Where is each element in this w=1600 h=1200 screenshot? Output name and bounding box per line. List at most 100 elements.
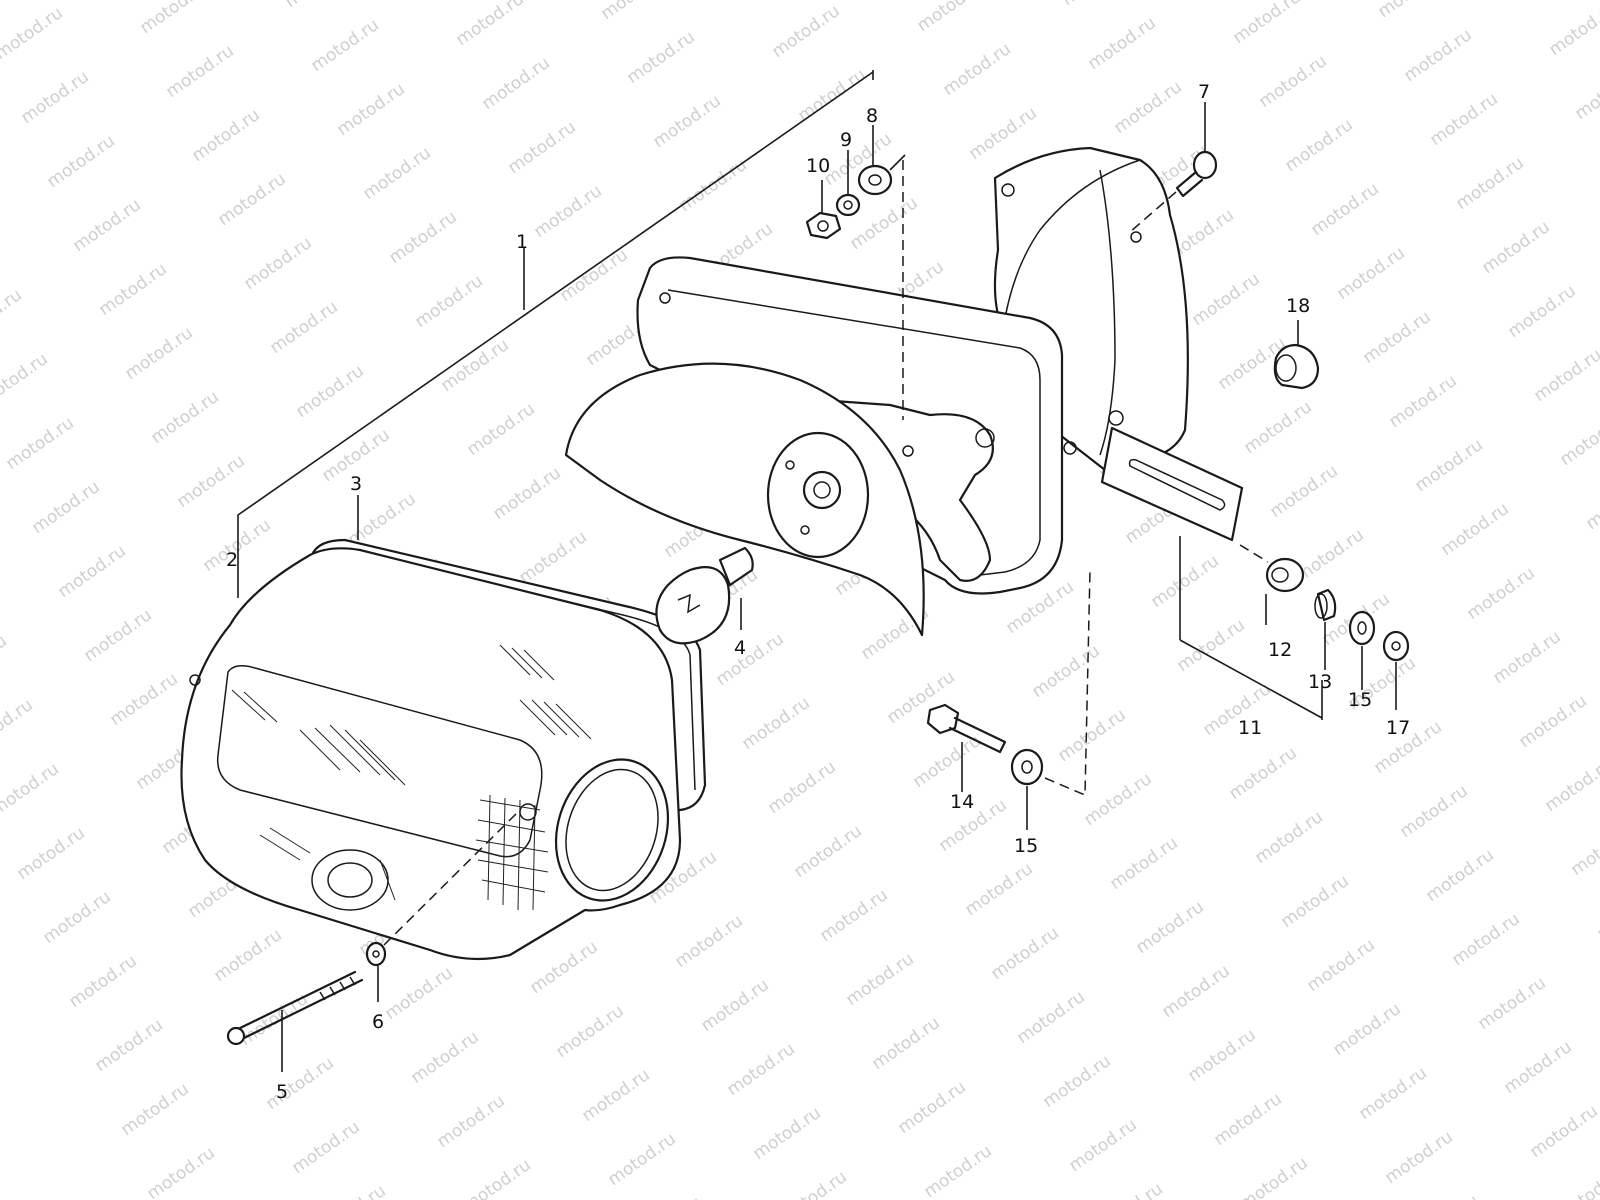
watermark-text: motod.ru bbox=[1407, 1191, 1482, 1200]
bulb bbox=[655, 546, 754, 645]
callout-1: 1 bbox=[516, 231, 528, 253]
watermark-text: motod.ru bbox=[712, 629, 787, 690]
watermark-text: motod.ru bbox=[1225, 743, 1300, 804]
watermark-text: motod.ru bbox=[173, 451, 248, 512]
watermark-text: motod.ru bbox=[478, 53, 553, 114]
watermark-text: motod.ru bbox=[1333, 243, 1408, 304]
watermark-text: motod.ru bbox=[1188, 269, 1263, 330]
watermark-text: motod.ru bbox=[407, 1027, 482, 1088]
watermark-text: motod.ru bbox=[17, 67, 92, 128]
watermark-text: motod.ru bbox=[0, 285, 26, 346]
watermark-text: motod.ru bbox=[504, 117, 579, 178]
watermark-text: motod.ru bbox=[1147, 551, 1222, 612]
watermark-text: motod.ru bbox=[281, 0, 356, 12]
watermark-text: motod.ru bbox=[28, 477, 103, 538]
watermark-text: motod.ru bbox=[1422, 845, 1497, 906]
callout-11: 11 bbox=[1238, 717, 1262, 739]
callout-14: 14 bbox=[950, 791, 974, 813]
watermark-text: motod.ru bbox=[749, 1103, 824, 1164]
watermark-text: motod.ru bbox=[1058, 0, 1133, 10]
watermark-text: motod.ru bbox=[738, 693, 813, 754]
watermark-text: motod.ru bbox=[1065, 1115, 1140, 1176]
bolt-14 bbox=[926, 703, 1007, 754]
watermark-text: motod.ru bbox=[344, 489, 419, 550]
callout-15-right: 15 bbox=[1348, 689, 1372, 711]
watermark-text: motod.ru bbox=[1385, 371, 1460, 432]
watermark-text: motod.ru bbox=[147, 387, 222, 448]
watermark-text: motod.ru bbox=[1541, 755, 1600, 816]
watermark-text: motod.ru bbox=[452, 0, 527, 50]
watermark-text: motod.ru bbox=[266, 297, 341, 358]
watermark-text: motod.ru bbox=[1374, 0, 1449, 22]
watermark-text: motod.ru bbox=[91, 1015, 166, 1076]
callout-10: 10 bbox=[806, 155, 830, 177]
watermark-text: motod.ru bbox=[106, 669, 181, 730]
watermark-text: motod.ru bbox=[1303, 935, 1378, 996]
watermark-text: motod.ru bbox=[775, 1167, 850, 1200]
watermark-text: motod.ru bbox=[13, 823, 88, 884]
callout-5: 5 bbox=[276, 1081, 288, 1103]
watermark-text: motod.ru bbox=[794, 65, 869, 126]
watermark-text: motod.ru bbox=[292, 361, 367, 422]
watermark-text: motod.ru bbox=[1236, 1153, 1311, 1200]
watermark-text: motod.ru bbox=[530, 181, 605, 242]
watermark-text: motod.ru bbox=[1173, 615, 1248, 676]
callout-4: 4 bbox=[734, 637, 746, 659]
watermark-text: motod.ru bbox=[411, 271, 486, 332]
callout-17: 17 bbox=[1386, 717, 1410, 739]
watermark-text: motod.ru bbox=[1478, 217, 1553, 278]
reflector bbox=[564, 362, 925, 637]
watermark-text: motod.ru bbox=[597, 0, 672, 24]
watermark-text: motod.ru bbox=[768, 1, 843, 62]
watermark-text: motod.ru bbox=[790, 821, 865, 882]
watermark-text: motod.ru bbox=[459, 1155, 534, 1200]
watermark-text: motod.ru bbox=[649, 91, 724, 152]
watermark-text: motod.ru bbox=[1400, 25, 1475, 86]
watermark-text: motod.ru bbox=[578, 1065, 653, 1126]
watermark-text: motod.ru bbox=[136, 0, 211, 38]
watermark-text: motod.ru bbox=[381, 963, 456, 1024]
watermark-text: motod.ru bbox=[1329, 999, 1404, 1060]
watermark-text: motod.ru bbox=[1013, 987, 1088, 1048]
watermark-text: motod.ru bbox=[117, 1079, 192, 1140]
watermark-text: motod.ru bbox=[1426, 89, 1501, 150]
watermark-text: motod.ru bbox=[43, 131, 118, 192]
watermark-text: motod.ru bbox=[333, 79, 408, 140]
watermark-text: motod.ru bbox=[1277, 871, 1352, 932]
watermark-text: motod.ru bbox=[1545, 0, 1600, 60]
watermark-text: motod.ru bbox=[630, 1193, 705, 1200]
spacer-13 bbox=[1314, 588, 1337, 622]
watermark-text: motod.ru bbox=[1255, 51, 1330, 112]
watermark-text: motod.ru bbox=[39, 887, 114, 948]
watermark-text: motod.ru bbox=[1381, 1127, 1456, 1188]
watermark-text: motod.ru bbox=[1452, 153, 1527, 214]
watermark-text: motod.ru bbox=[961, 859, 1036, 920]
washer-16 bbox=[1348, 610, 1376, 646]
watermark-text: motod.ru bbox=[359, 143, 434, 204]
watermark-text: motod.ru bbox=[1080, 769, 1155, 830]
washer-6 bbox=[365, 941, 387, 967]
washer-8 bbox=[857, 164, 893, 196]
nut-10 bbox=[805, 211, 842, 240]
watermark-text: motod.ru bbox=[214, 169, 289, 230]
watermark-text: motod.ru bbox=[385, 207, 460, 268]
watermark-text: motod.ru bbox=[1110, 77, 1185, 138]
watermark-text: motod.ru bbox=[697, 975, 772, 1036]
watermark-text: motod.ru bbox=[1091, 1179, 1166, 1200]
watermark-text: motod.ru bbox=[1593, 883, 1600, 944]
watermark-text: motod.ru bbox=[675, 155, 750, 216]
callout-9: 9 bbox=[840, 129, 852, 151]
watermark-text: motod.ru bbox=[1474, 973, 1549, 1034]
watermark-text: motod.ru bbox=[307, 15, 382, 76]
watermark-text: motod.ru bbox=[1582, 473, 1600, 534]
watermark-text: motod.ru bbox=[1028, 641, 1103, 702]
watermark-text: motod.ru bbox=[188, 105, 263, 166]
watermark-text: motod.ru bbox=[1396, 781, 1471, 842]
watermark-text: motod.ru bbox=[54, 541, 129, 602]
watermark-text: motod.ru bbox=[671, 911, 746, 972]
watermark-text: motod.ru bbox=[939, 39, 1014, 100]
watermark-text: motod.ru bbox=[1184, 1025, 1259, 1086]
watermark-text: motod.ru bbox=[913, 0, 988, 36]
watermark-text: motod.ru bbox=[65, 951, 140, 1012]
